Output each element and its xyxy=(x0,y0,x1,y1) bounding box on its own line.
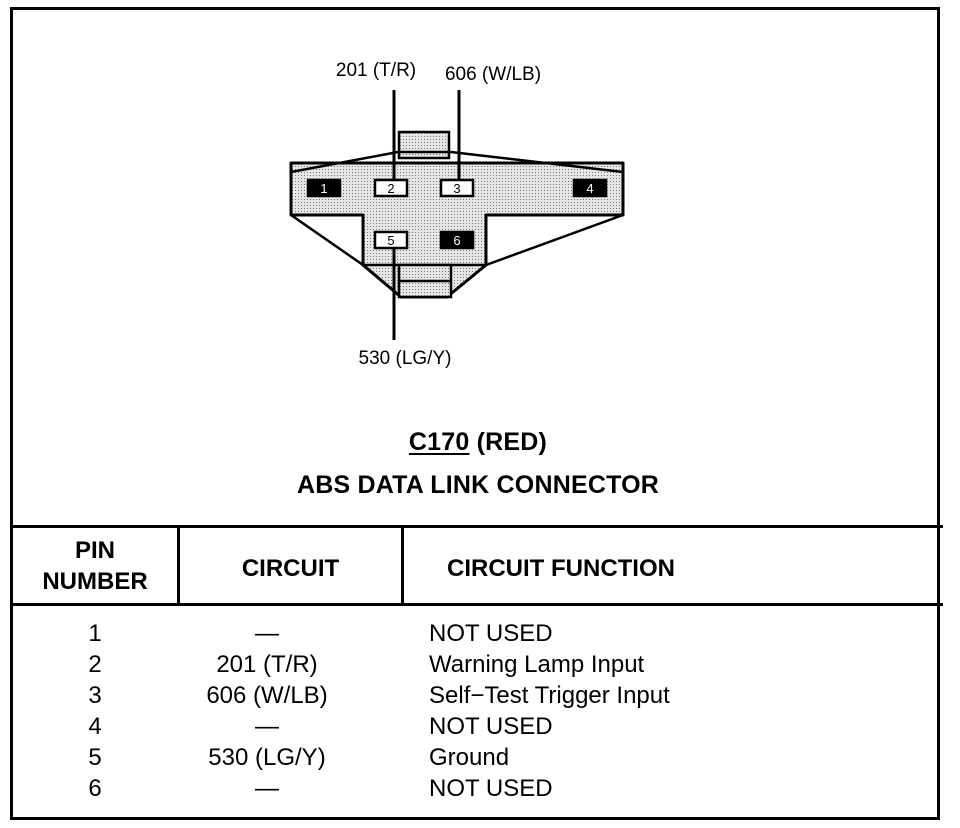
wire-label-pin3: 606 (W/LB) xyxy=(445,64,541,85)
connector-color: (RED) xyxy=(476,428,548,456)
row-circuit: 201 (T/R) xyxy=(216,651,318,678)
pin-number-label: 3 xyxy=(453,181,460,196)
table-col-divider-1 xyxy=(177,528,180,603)
row-circuit: 606 (W/LB) xyxy=(206,682,328,709)
row-pin-number: 3 xyxy=(88,682,102,709)
row-circuit-function: Self−Test Trigger Input xyxy=(429,682,670,709)
pin-number-label: 5 xyxy=(387,233,394,248)
pin-3: 3 xyxy=(439,178,475,198)
header-circuit-function: CIRCUIT FUNCTION xyxy=(447,555,675,582)
connector-bevel-right xyxy=(485,213,624,267)
header-circuit: CIRCUIT xyxy=(241,555,340,582)
connector-title: C170 (RED) xyxy=(13,428,943,457)
header-pin-number: PIN NUMBER xyxy=(42,537,148,595)
pin-2: 2 xyxy=(373,178,409,198)
pin-number-label: 2 xyxy=(387,181,394,196)
connector-latch-tab xyxy=(397,130,451,160)
table-col-divider-2 xyxy=(401,528,404,603)
row-circuit-function: NOT USED xyxy=(429,620,553,647)
row-pin-number: 5 xyxy=(88,744,102,771)
table-top-rule xyxy=(13,525,943,528)
row-circuit: — xyxy=(255,620,279,647)
row-circuit-function: NOT USED xyxy=(429,713,553,740)
row-pin-number: 4 xyxy=(88,713,102,740)
row-pin-number: 1 xyxy=(88,620,102,647)
row-pin-number: 2 xyxy=(88,651,102,678)
connector-bevel xyxy=(290,150,624,174)
row-circuit-function: Warning Lamp Input xyxy=(429,651,645,678)
pin-1: 1 xyxy=(306,178,342,198)
pin-number-label: 6 xyxy=(453,233,460,248)
pin-6: 6 xyxy=(439,230,475,250)
row-circuit: — xyxy=(255,713,279,740)
connector-diagram: 1 2 3 4 5 6 201 (T/R) 606 (W/LB) 530 (LG/Y) xyxy=(289,60,625,369)
table-header-rule xyxy=(13,603,943,606)
wire-label-pin5: 530 (LG/Y) xyxy=(359,348,452,369)
connector-bevel-left xyxy=(290,213,364,267)
row-circuit: 530 (LG/Y) xyxy=(208,744,326,771)
pin-number-label: 4 xyxy=(586,181,593,196)
row-circuit: — xyxy=(255,775,279,802)
pin-5: 5 xyxy=(373,230,409,250)
connector-name: ABS DATA LINK CONNECTOR xyxy=(297,471,659,499)
pin-4: 4 xyxy=(572,178,608,198)
connector-id: C170 xyxy=(408,428,470,456)
pin-number-label: 1 xyxy=(320,181,327,196)
wire-label-pin2: 201 (T/R) xyxy=(336,60,416,81)
diagram-frame: 1 2 3 4 5 6 201 (T/R) 606 (W/LB) 530 (LG/Y) C… xyxy=(10,7,943,820)
row-pin-number: 6 xyxy=(88,775,102,802)
row-circuit-function: NOT USED xyxy=(429,775,553,802)
row-circuit-function: Ground xyxy=(429,744,510,771)
